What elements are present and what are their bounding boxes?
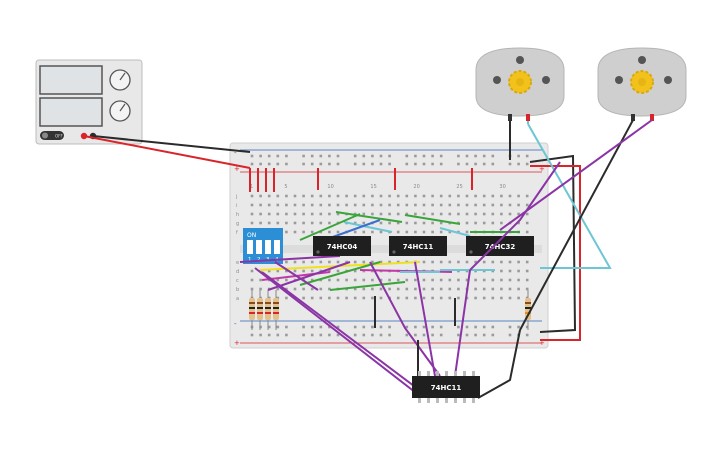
wire-psu-negative <box>92 135 251 153</box>
chip-74hc04[interactable]: 74HC04 <box>313 236 371 256</box>
row-letter-b: b <box>236 287 239 293</box>
wire-purple-3 <box>267 261 351 291</box>
column-number-10: 10 <box>327 184 333 190</box>
wire-motor-left-cyan <box>527 123 612 269</box>
wire-black-ic-out <box>477 329 521 399</box>
wire-purple-2 <box>274 261 319 291</box>
wire-green-6 <box>329 281 406 291</box>
wire-blue-1 <box>329 219 381 239</box>
row-letter-a: a <box>236 296 239 302</box>
row-letter-f: f <box>236 230 238 236</box>
resistor-4 <box>273 290 279 330</box>
column-number-1: 1 <box>250 184 253 190</box>
voltage-display <box>39 65 103 95</box>
row-letter-g: g <box>236 221 239 227</box>
rail-plus-bottom-right: + <box>539 339 545 347</box>
motor-left-gear-icon <box>508 70 532 94</box>
wire-purple-6 <box>369 261 441 377</box>
chip-74hc11-label: 74HC11 <box>403 243 434 251</box>
chip-74hc32-label: 74HC32 <box>485 243 516 251</box>
row-letter-d: d <box>236 269 239 275</box>
rail-minus-top: - <box>234 149 237 157</box>
wire-purple-5 <box>261 271 431 399</box>
wire-purple-7 <box>414 261 436 377</box>
wire-cyan-2 <box>439 227 471 237</box>
column-number-5: 5 <box>284 184 287 190</box>
dip-switch[interactable]: ON 1 2 3 4 <box>243 228 283 264</box>
rail-minus-bottom: - <box>234 320 237 328</box>
wire-green-5 <box>299 261 381 286</box>
motor-right-gear-icon <box>630 70 654 94</box>
rail-plus-bottom: + <box>234 339 240 347</box>
wire-rail-bridge-black <box>529 154 577 333</box>
wire-psu-positive <box>83 135 251 169</box>
wire-purple-8 <box>454 269 471 377</box>
row-letter-i: i <box>236 203 237 209</box>
wire-cyan-1 <box>343 221 393 233</box>
power-supply[interactable]: OFF <box>35 59 143 145</box>
column-number-30: 30 <box>499 184 505 190</box>
chip-74hc04-label: 74HC04 <box>327 243 358 251</box>
dip-on-label: ON <box>247 232 256 239</box>
power-wires[interactable] <box>83 135 581 341</box>
resistor-5 <box>525 290 531 330</box>
wire-green-2 <box>299 213 361 241</box>
power-switch-label: OFF <box>55 134 63 139</box>
dip-toggle-3[interactable] <box>265 240 271 254</box>
wire-purple-out <box>469 161 561 271</box>
column-number-15: 15 <box>370 184 376 190</box>
chip-74hc11[interactable]: 74HC11 <box>389 236 447 256</box>
row-letter-c: c <box>236 278 239 284</box>
resistor-2 <box>257 290 263 330</box>
pulldown-resistors[interactable] <box>249 290 531 330</box>
chip-74hc11-external-label: 74HC11 <box>431 384 462 392</box>
row-letter-e: e <box>236 260 239 266</box>
dip-toggle-2[interactable] <box>256 240 262 254</box>
motor-right[interactable] <box>597 47 687 121</box>
row-letter-h: h <box>236 212 239 218</box>
current-display <box>39 97 103 127</box>
wire-rail-bridge-red <box>530 165 581 341</box>
column-number-20: 20 <box>413 184 419 190</box>
resistor-1 <box>249 290 255 330</box>
wire-green-3 <box>404 214 461 225</box>
motor-left[interactable] <box>475 47 565 146</box>
column-number-25: 25 <box>456 184 462 190</box>
dip-toggle-4[interactable] <box>274 240 280 254</box>
wire-purple-1 <box>239 255 341 263</box>
wire-motor-right-black <box>519 119 634 331</box>
wire-purple-4 <box>254 267 421 397</box>
chip-74hc32[interactable]: 74HC32 <box>466 236 534 256</box>
wire-green-1 <box>335 211 403 223</box>
dip-number-1: 1 <box>248 257 252 263</box>
rail-plus-top-right: + <box>539 165 545 173</box>
chip-74hc11-external[interactable]: 74HC11 <box>412 371 480 403</box>
motor-wires[interactable] <box>469 119 653 331</box>
signal-wires[interactable] <box>239 211 521 399</box>
rail-plus-top: + <box>234 165 240 173</box>
row-letter-j: j <box>235 194 237 200</box>
resistor-3 <box>265 290 271 330</box>
dip-toggle-1[interactable] <box>247 240 253 254</box>
